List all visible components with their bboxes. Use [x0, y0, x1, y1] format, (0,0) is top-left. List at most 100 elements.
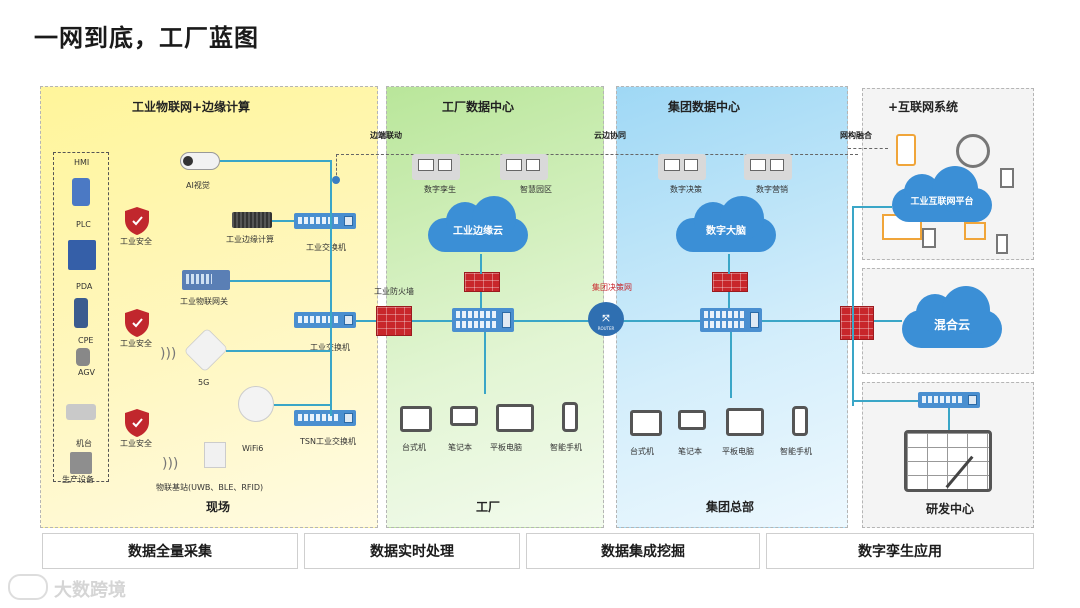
factory-terminal-2: 平板电脑: [490, 443, 522, 452]
device-agv-label: AGV: [78, 368, 96, 377]
zone-field-title: 工业物联网+边缘计算: [132, 100, 251, 114]
platform-link: [852, 206, 892, 208]
bottom-collect: 数据全量采集: [42, 533, 298, 569]
server-icon: [658, 154, 706, 180]
iot-gateway-icon: [182, 270, 230, 290]
security-shield-icon: [125, 207, 149, 235]
cloud-edge-label: 云边协同: [594, 131, 626, 140]
design-tablet-icon: [904, 430, 992, 492]
top-link-line: [336, 154, 858, 155]
switch-label-1: 工业交换机: [306, 243, 346, 252]
digital-brain-label: 数字大脑: [706, 226, 746, 237]
device-machine-label: 机台: [76, 439, 92, 448]
security-label-1: 工业安全: [120, 237, 152, 246]
fiveg-label: 5G: [198, 378, 210, 387]
edge-compute-label: 工业边缘计算: [226, 235, 274, 244]
cart-icon: [964, 222, 986, 240]
group-terminal-1: 笔记本: [678, 447, 702, 456]
laptop-icon: [678, 410, 706, 430]
firewall-icon: [376, 306, 412, 336]
production-equipment-icon: [70, 452, 92, 474]
globe-icon: [956, 134, 990, 168]
device-plc-label: PLC: [76, 220, 91, 229]
edge-cloud-label: 工业边缘云: [453, 226, 503, 237]
field-trunk-line: [330, 160, 332, 416]
device-icon: [1000, 168, 1014, 188]
security-label-3: 工业安全: [120, 439, 152, 448]
iot-base-label: 物联基站(UWB、BLE、RFID): [156, 483, 264, 492]
group-terminal-2: 平板电脑: [722, 447, 754, 456]
zone-factory: [386, 86, 604, 528]
zone-factory-footer: 工厂: [476, 500, 501, 514]
device-production-label: 生产设备: [62, 475, 94, 484]
rd-drop-line: [948, 408, 950, 430]
watermark-logo: [8, 574, 48, 600]
edge-collab-label: 边端联动: [370, 131, 402, 140]
factory-terminal-1: 笔记本: [448, 443, 472, 452]
digital-brain-cloud-icon: 数字大脑: [676, 196, 776, 254]
core-switch-icon: [700, 308, 762, 332]
laptop-icon: [450, 406, 478, 426]
platform-label: 工业互联网平台: [910, 197, 974, 207]
factory-terminal-link: [484, 332, 486, 394]
industrial-switch-icon: [294, 312, 356, 328]
twin-label: 数字孪生: [424, 185, 456, 194]
smartphone-icon: [792, 406, 808, 436]
factory-terminal-0: 台式机: [402, 443, 426, 452]
wireless-icon: ))): [160, 346, 177, 362]
security-shield-icon: [125, 409, 149, 437]
factory-fw-link: [480, 292, 482, 308]
page-title: 一网到底，工厂蓝图: [34, 24, 259, 52]
park-label: 智慧园区: [520, 185, 552, 194]
machine-icon: [66, 404, 96, 420]
group-fw-link: [728, 292, 730, 308]
edge-link: [272, 220, 294, 222]
device-icon: [922, 228, 936, 248]
top-link-drop: [336, 154, 337, 180]
zone-internet-title: +互联网系统: [888, 100, 959, 114]
plc-icon: [72, 178, 90, 206]
industrial-switch-icon: [294, 213, 356, 229]
bottom-mining: 数据集成挖掘: [526, 533, 760, 569]
hybrid-link: [876, 320, 902, 322]
factory-cloud-link: [480, 254, 482, 274]
group-terminal-0: 台式机: [630, 447, 654, 456]
device-hmi-label: HMI: [74, 158, 90, 167]
zone-group: [616, 86, 848, 528]
smartphone-icon: [562, 402, 578, 432]
server-icon: [744, 154, 792, 180]
group-terminal-link: [730, 332, 732, 398]
group-terminal-3: 智能手机: [780, 447, 812, 456]
router-icon: ⤧ ROUTER: [588, 302, 624, 336]
zone-group-title: 集团数据中心: [668, 100, 741, 114]
zone-rd-footer: 研发中心: [926, 502, 975, 516]
firewall-label: 工业防火墙: [374, 287, 414, 296]
wifi-link: [274, 404, 330, 406]
hybrid-cloud-icon: 混合云: [902, 286, 1002, 350]
bottom-twin: 数字孪生应用: [766, 533, 1034, 569]
security-label-2: 工业安全: [120, 339, 152, 348]
group-cloud-link: [728, 254, 730, 274]
desktop-icon: [400, 406, 432, 432]
server-icon: [500, 154, 548, 180]
rd-switch-icon: [918, 392, 980, 408]
field-device-box: [53, 152, 109, 482]
firewall-icon: [712, 272, 748, 292]
wireless-icon: ))): [162, 456, 179, 472]
device-pda-label: PDA: [76, 282, 93, 291]
router-text: ROUTER: [597, 326, 615, 331]
ai-vision-label: AI视觉: [186, 181, 210, 190]
hybrid-cloud-label: 混合云: [933, 318, 970, 332]
bottom-realtime: 数据实时处理: [304, 533, 520, 569]
camera-icon: [180, 152, 220, 170]
marketing-label: 数字营销: [756, 185, 788, 194]
tsn-switch-icon: [294, 410, 356, 426]
camera-link: [220, 160, 330, 162]
platform-cloud-icon: 工业互联网平台: [892, 166, 992, 224]
rd-link: [852, 400, 918, 402]
iot-base-station-icon: [204, 442, 226, 468]
decision-label: 数字决策: [670, 185, 702, 194]
tablet-icon: [726, 408, 764, 436]
wifi6-label: WiFi6: [242, 444, 264, 453]
zone-field-footer: 现场: [206, 500, 231, 514]
